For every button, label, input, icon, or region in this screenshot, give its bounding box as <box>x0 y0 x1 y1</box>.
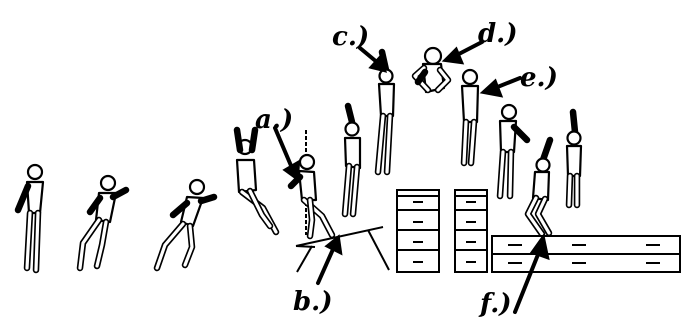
arrow-d <box>446 42 482 62</box>
arrow-e <box>484 78 520 95</box>
figure-rising <box>345 106 360 214</box>
landing-mat <box>492 236 680 272</box>
label-f: f.) <box>478 289 512 319</box>
vaulting-box-1 <box>397 190 439 272</box>
vaulting-box-2 <box>455 190 487 272</box>
figure-crouch-jump <box>237 130 276 232</box>
label-c: c.) <box>332 22 369 52</box>
label-d: d.) <box>478 19 518 49</box>
figure-running-1 <box>80 176 126 268</box>
figure-final <box>567 112 581 205</box>
label-b: b.) <box>293 287 333 317</box>
figure-descend <box>500 105 527 196</box>
figure-standing <box>18 165 43 270</box>
figure-straight <box>462 70 478 163</box>
figure-running-2 <box>157 180 214 268</box>
figure-landing <box>528 140 550 234</box>
label-e: e.) <box>520 63 558 93</box>
figure-tuck <box>415 48 448 92</box>
arrow-b <box>318 238 340 283</box>
arrow-a <box>275 128 298 178</box>
label-a: a.) <box>255 105 293 135</box>
figure-takeoff <box>291 130 332 236</box>
arrow-f <box>515 238 547 312</box>
